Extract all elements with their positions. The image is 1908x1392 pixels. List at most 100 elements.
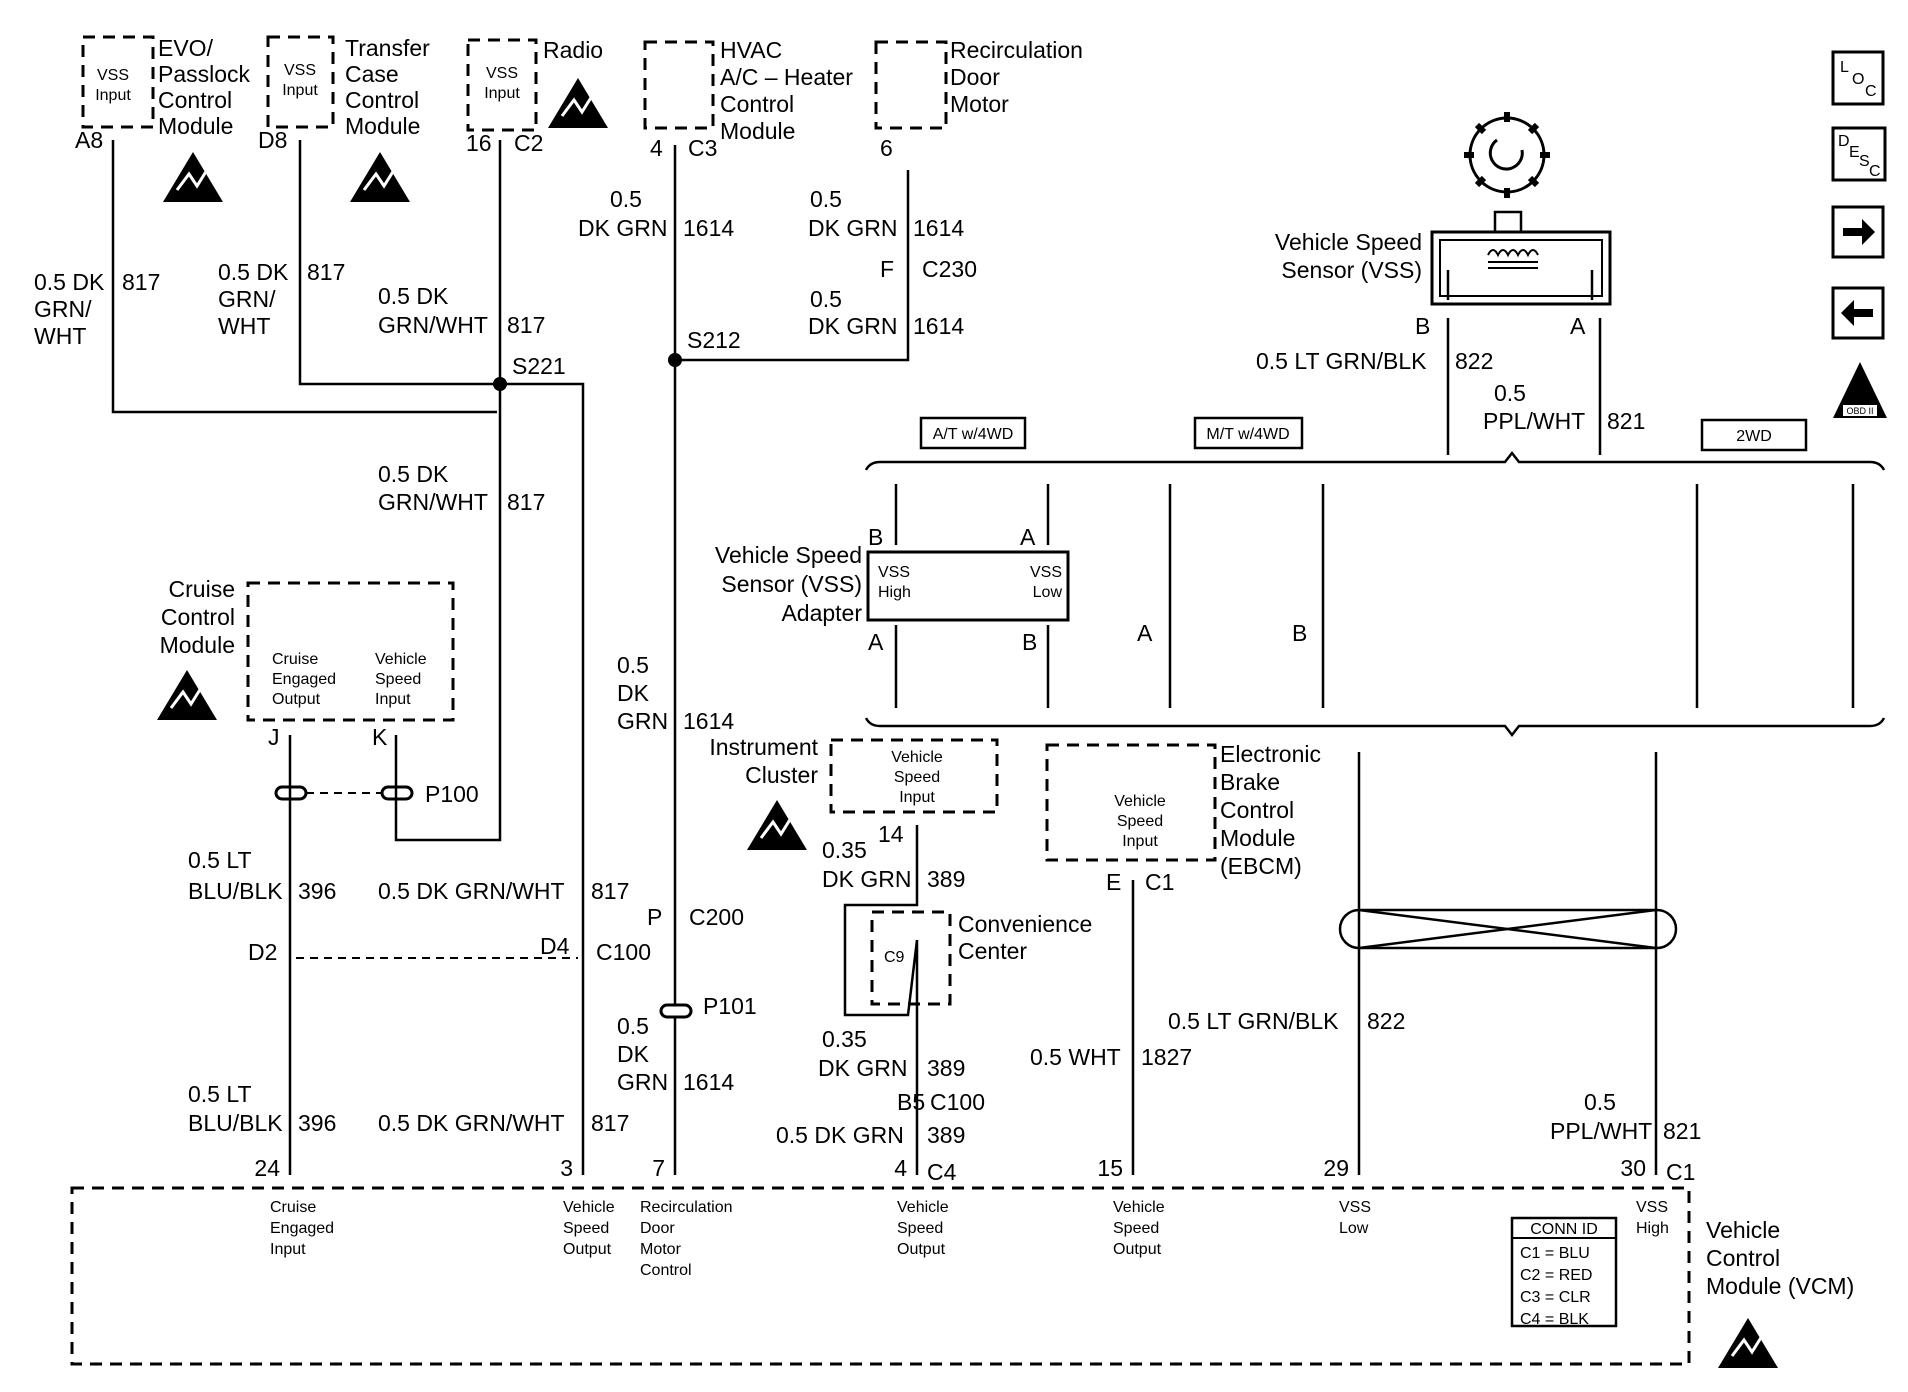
cruise-name-1: Cruise (169, 576, 235, 602)
radio-module: VSS Input Radio 16 C2 (466, 37, 610, 156)
loc-button[interactable]: L O C (1831, 50, 1885, 106)
vcm-pin-function: Recirculation (640, 1199, 732, 1216)
vcm-name-2: Control (1706, 1245, 1780, 1271)
ebcm-conn: C1 (1145, 869, 1174, 895)
vcm-pin-conn: C4 (927, 1159, 957, 1185)
wire-paths (111, 140, 1658, 1175)
hvac-name-4: Module (720, 118, 795, 144)
esd-icon (546, 76, 610, 130)
gear-teeth (1464, 112, 1550, 198)
w-cruise1-l1: 0.5 LT (188, 847, 252, 873)
radio-module-box (466, 38, 538, 132)
ebcm-in2: Speed (1117, 813, 1163, 830)
w-recirc2-l2: DK GRN (808, 313, 897, 339)
w-s221-l2: GRN/WHT (378, 489, 488, 515)
evo-name-3: Control (158, 87, 232, 113)
cruise-in2c: Input (375, 691, 411, 708)
w-p101-l1: 0.5 (617, 1013, 649, 1039)
recirc-name-2: Door (950, 64, 1000, 90)
vcm-pin-function: Speed (897, 1220, 943, 1237)
w-evo-l3: WHT (34, 323, 86, 349)
hvac-module-box (643, 40, 715, 130)
esd-icon (1716, 1316, 1780, 1370)
desc-s: S (1859, 153, 1870, 170)
ebcm-name-3: Control (1220, 797, 1294, 823)
desc-button[interactable]: D E S C (1831, 126, 1887, 182)
b5-pin: B5 (897, 1089, 925, 1115)
vcm-pin-function: Speed (1113, 1220, 1159, 1237)
w-d4-1-l1: 0.5 DK GRN/WHT (378, 878, 565, 904)
w-cruise2-circ: 396 (298, 1110, 336, 1136)
w-d4-2-circ: 817 (591, 1110, 629, 1136)
ic-box (829, 738, 999, 814)
ic-name-2: Cluster (745, 762, 818, 788)
w-radio-l1: 0.5 DK (378, 283, 449, 309)
tccm-pin: D8 (258, 127, 287, 153)
obd-ii-button[interactable]: OBD II (1833, 362, 1887, 418)
vcm-pin-function: Engaged (270, 1220, 334, 1237)
w-ebcm-l1: 0.5 WHT (1030, 1044, 1121, 1070)
w-evo-circ: 817 (122, 269, 160, 295)
esd-icon (161, 150, 225, 204)
evo-name-2: Passlock (158, 61, 251, 87)
vcm-pin-function: Speed (563, 1220, 609, 1237)
next-page-button[interactable] (1831, 205, 1885, 259)
esd-icon (745, 798, 809, 852)
vcm-pin-number: 29 (1323, 1155, 1349, 1181)
coil-icon (1487, 249, 1539, 258)
w-ebcm-circ: 1827 (1141, 1044, 1192, 1070)
option-at4wd-box (919, 416, 1027, 450)
w-p101-l2: DK (617, 1041, 650, 1067)
desc-d: D (1838, 133, 1850, 150)
c100-d4: D4 (540, 933, 570, 959)
prev-page-button[interactable] (1831, 286, 1885, 340)
ebcm-in3: Input (1122, 833, 1158, 850)
w-radio-l2: GRN/WHT (378, 312, 488, 338)
evo-vss-label: VSS (97, 67, 129, 84)
c230-label: C230 (922, 256, 977, 282)
c100-label: C100 (596, 939, 651, 965)
w-d4-1-circ: 817 (591, 878, 629, 904)
w-s221-l1: 0.5 DK (378, 461, 449, 487)
adapter-vss-high-2: High (878, 584, 911, 601)
vcm-module: Vehicle Control Module (VCM) 24CruiseEng… (70, 1155, 1854, 1370)
desc-c: C (1869, 163, 1881, 180)
c100b-label: C100 (930, 1089, 985, 1115)
w-b5-circ: 389 (927, 1122, 965, 1148)
p101-connector: P101 (659, 993, 757, 1019)
conv-box (870, 910, 952, 1006)
adapter-vss-low-2: Low (1033, 584, 1063, 601)
vcm-pin-function: Input (270, 1241, 306, 1258)
cruise-pin-k: K (372, 724, 388, 750)
vss-pin-a: A (1570, 313, 1586, 339)
c200-label: C200 (689, 904, 744, 930)
ebcm-name-4: Module (1220, 825, 1295, 851)
tccm-vss-label: VSS (284, 62, 316, 79)
w-s212-l1: 0.5 (617, 652, 649, 678)
w-b5-l1: 0.5 DK GRN (776, 1122, 904, 1148)
vcm-pin-conn: C1 (1666, 1159, 1695, 1185)
tccm-name-1: Transfer (345, 35, 430, 61)
w-vssa-l2: PPL/WHT (1483, 408, 1585, 434)
w-tccm-l1: 0.5 DK (218, 259, 289, 285)
vcm-pin-function: Cruise (270, 1199, 316, 1216)
hvac-module: HVAC A/C – Heater Control Module 4 C3 (643, 37, 853, 161)
radio-conn: C2 (514, 130, 543, 156)
p100-label: P100 (425, 781, 479, 807)
w-p101-l3: GRN (617, 1069, 668, 1095)
w-ic-l1: 0.35 (822, 837, 867, 863)
ic-in2: Speed (894, 769, 940, 786)
w-821-circ: 821 (1663, 1118, 1701, 1144)
adapter-name-3: Adapter (781, 600, 862, 626)
radio-pin: 16 (466, 130, 492, 156)
conv-name-2: Center (958, 938, 1027, 964)
w-hvac-l1: 0.5 (610, 186, 642, 212)
cruise-in2a: Vehicle (375, 651, 427, 668)
wire-labels: 0.5 DK GRN/ WHT 817 0.5 DK GRN/ WHT 817 … (34, 186, 1701, 1148)
ic-name-1: Instrument (709, 734, 818, 760)
vcm-pin-function: VSS (1636, 1199, 1668, 1216)
ebcm-in1: Vehicle (1114, 793, 1166, 810)
vcm-pin-number: 30 (1620, 1155, 1646, 1181)
